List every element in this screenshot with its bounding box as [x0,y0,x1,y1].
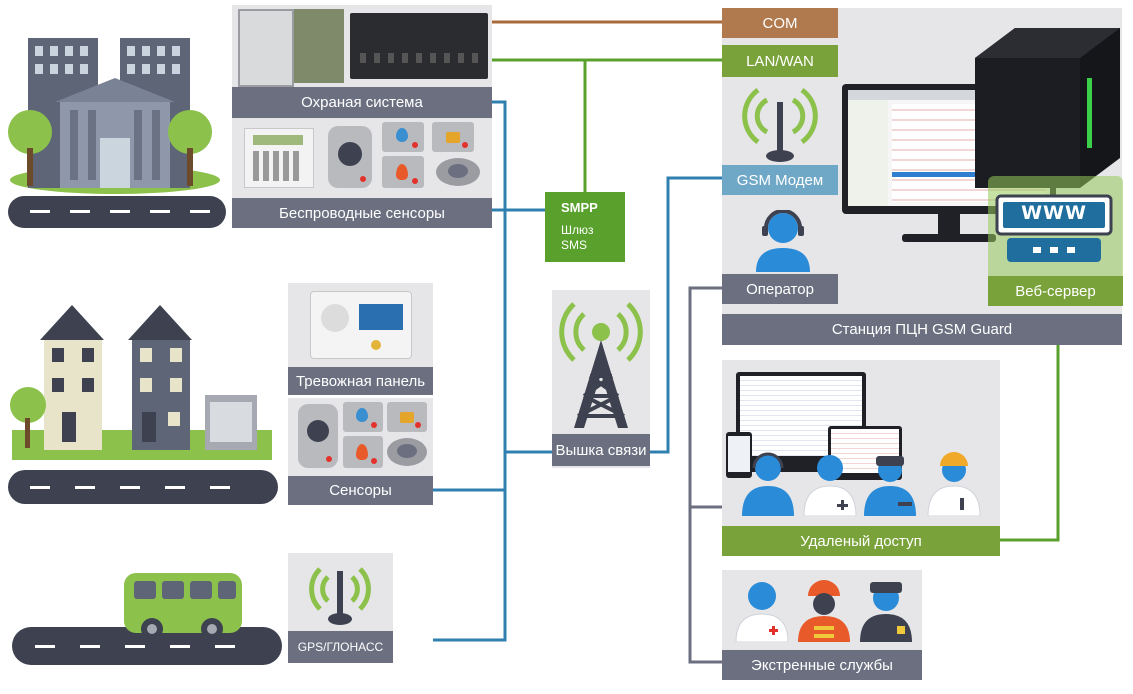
alarm-panel-panel: Тревожная панель [288,283,433,395]
fire-sensor-tile-2 [343,436,383,468]
web-server-label: Веб-сервер [988,276,1123,306]
gsm-modem-antenna-icon [740,84,820,164]
operator-label: Оператор [722,274,838,304]
smpp-subtitle-1: Шлюз [561,223,594,237]
emergency-workers-icons [732,578,916,642]
fire-sensor-tile [382,156,424,188]
tower-panel: Вышка связи [552,290,650,468]
sensors-panel: Сенсоры [288,398,433,505]
bus-illustration [0,565,285,675]
cell-tower-icon [556,296,646,430]
lanwan-label: LAN/WAN [722,45,838,77]
flame-icon [356,444,368,460]
tablet-image [726,432,752,478]
flame-icon [396,164,408,180]
remote-access-panel: Удаленый доступ [722,360,1000,556]
security-system-label: Охраная система [232,87,492,118]
smoke-detector-image [436,158,480,186]
gps-panel: GPS/ГЛОНАСС [288,553,393,663]
keypad-image [244,128,314,188]
antenna-icon [300,557,380,629]
motion-sensor-image [328,126,372,188]
www-text: WWW [1021,202,1087,224]
lock-sensor-tile [432,122,474,152]
water-sensor-tile-2 [343,402,383,432]
gsm-modem-label: GSM Модем [722,165,838,195]
lock-icon [400,412,414,423]
wireless-sensors-label: Беспроводные сенсоры [232,198,492,228]
com-label: COM [722,8,838,38]
water-sensor-tile [382,122,424,152]
water-drop-icon [396,128,408,142]
www-icon [995,192,1113,266]
motion-sensor-image-2 [298,404,338,468]
wireless-sensors-panel: Беспроводные сенсоры [232,118,492,228]
smpp-subtitle-2: SMS [561,238,588,252]
tower-label: Вышка связи [552,434,650,466]
smpp-gateway-box: SMPP Шлюз SMS [545,192,625,262]
gps-label: GPS/ГЛОНАСС [288,631,393,663]
lock-sensor-tile-2 [387,402,427,432]
network-device-image [350,13,488,79]
houses-illustration [0,300,280,510]
emergency-services-label: Экстренные службы [722,650,922,680]
sensors-label: Сенсоры [288,476,433,505]
emergency-services-panel: Экстренные службы [722,570,922,680]
station-label: Станция ПЦН GSM Guard [722,314,1122,345]
circuit-board-image [294,9,344,83]
remote-users-icons [738,452,988,516]
control-cabinet-image [238,9,294,87]
smoke-detector-image-2 [387,438,427,466]
security-system-panel: Охраная система [232,5,492,118]
lock-icon [446,132,460,143]
server-tower-image [975,28,1120,188]
office-building-illustration [0,30,230,230]
remote-access-label: Удаленый доступ [722,526,1000,556]
operator-icon [748,210,818,272]
water-drop-icon [356,408,368,422]
alarm-panel-image [310,291,412,359]
smpp-title: SMPP [561,200,598,215]
alarm-panel-label: Тревожная панель [288,367,433,395]
